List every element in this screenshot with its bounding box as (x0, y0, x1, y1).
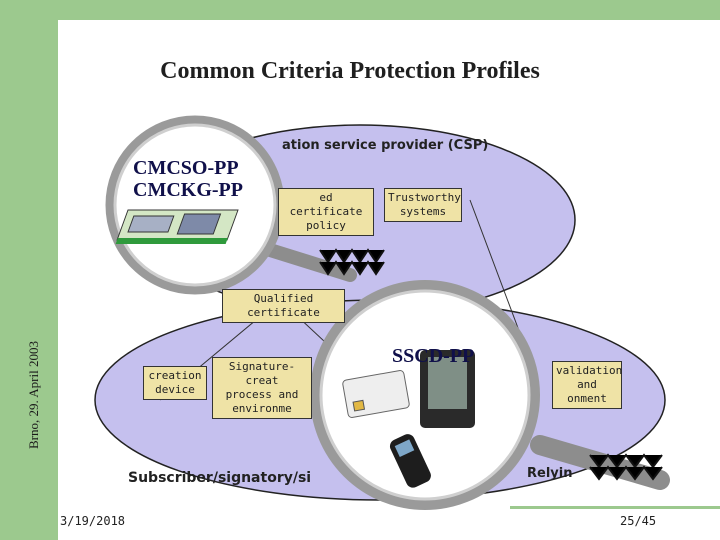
subscriber-label: Subscriber/signatory/si (128, 470, 312, 486)
slide-title: Common Criteria Protection Profiles (160, 58, 540, 84)
csp-label: ation service provider (CSP) (282, 138, 489, 153)
hatch-decoration-bottom (589, 453, 663, 481)
certificate-policy-box: ed certificate policy (278, 188, 374, 236)
top-band (58, 0, 720, 20)
signature-creation-box: Signature-creat process and environme (212, 357, 312, 419)
trustworthy-systems-box: Trustworthy systems (384, 188, 462, 222)
cmckg-pp-label: CMCKG-PP (133, 179, 243, 201)
qualified-certificate-box: Qualified certificate (222, 289, 345, 323)
footer-date: 3/19/2018 (60, 514, 126, 528)
validation-box: validation and onment (552, 361, 622, 409)
creation-device-box: creation device (143, 366, 207, 400)
sscd-pp-label: SSCD-PP (392, 345, 475, 367)
cmcso-pp-label: CMCSO-PP (133, 157, 239, 179)
relying-party-label: Relyin (527, 466, 573, 481)
page-number: 25/45 (620, 514, 657, 528)
hatch-decoration-top (319, 248, 385, 276)
left-sidebar-band (0, 0, 58, 540)
side-date: Brno, 29. April 2003 (26, 341, 41, 449)
footer-divider (510, 506, 720, 509)
